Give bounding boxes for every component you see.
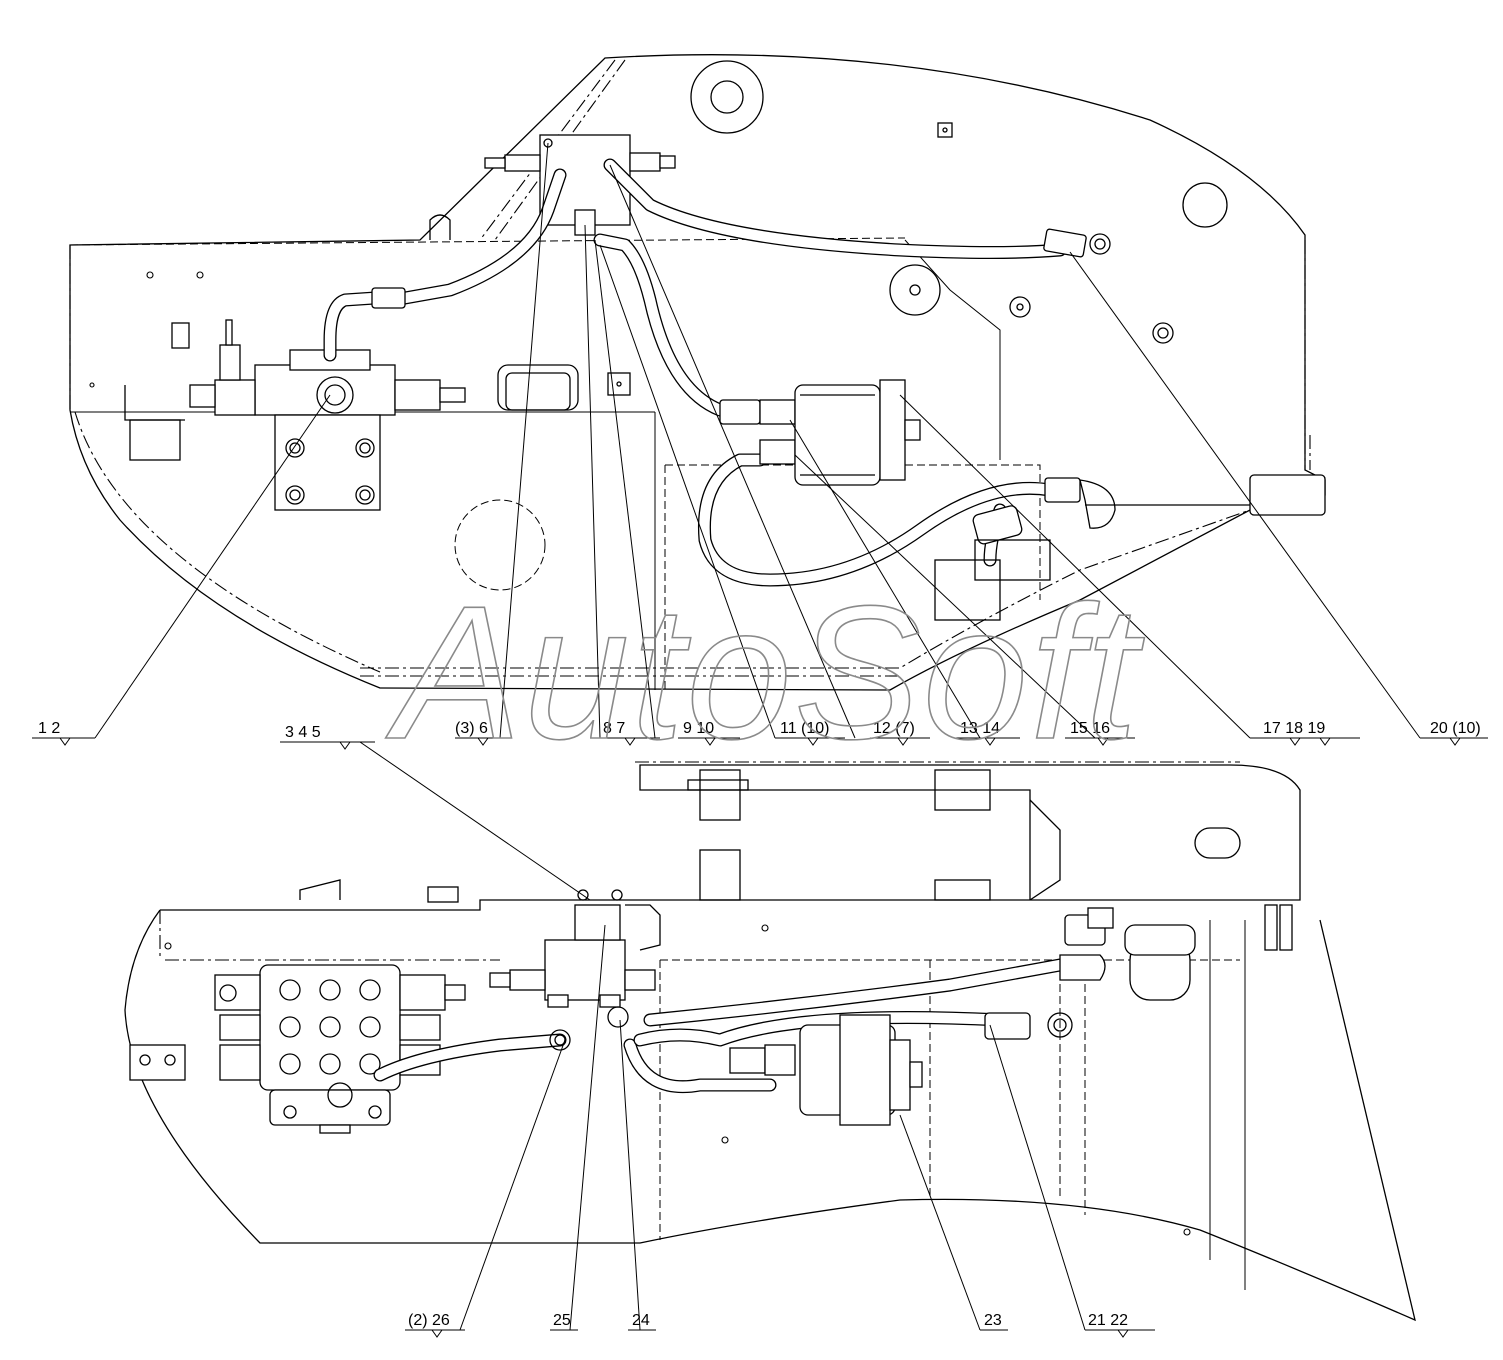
callout-15-16: 15 16: [1070, 720, 1110, 737]
valve-bank-bottom: [129, 964, 466, 1134]
callout-labels-bottom: (2) 26 25 24 23 21 22: [408, 1312, 1128, 1329]
frame-outline-bottom: [124, 764, 1416, 1322]
callout-9-10: 9 10: [683, 720, 714, 737]
callout-3-6: (3) 6: [455, 720, 488, 737]
manifold-block-top: [484, 134, 676, 236]
filter-bottom: [1124, 924, 1196, 1001]
callout-12-7: 12 (7): [873, 720, 915, 737]
callout-21-22: 21 22: [1088, 1312, 1128, 1329]
top-view: [69, 54, 1326, 691]
frame-outline-top: [69, 54, 1326, 691]
control-valve-top: [124, 319, 466, 511]
bottom-view: [124, 761, 1416, 1322]
pivot-boss: [690, 60, 764, 134]
callout-11-10: 11 (10): [780, 720, 830, 737]
callout-20-10: 20 (10): [1430, 720, 1481, 737]
callout-24: 24: [632, 1312, 650, 1329]
callout-1-2: 1 2: [38, 720, 60, 737]
pump-bottom: [729, 1014, 923, 1126]
callout-3-4-5: 3 4 5: [285, 724, 321, 741]
callout-17-18-19: 17 18 19: [1263, 720, 1325, 737]
hoses-top: [323, 158, 1116, 587]
callout-13-14: 13 14: [960, 720, 1000, 737]
manifold-block-bottom: [489, 889, 661, 1008]
watermark-text: AutoSoft: [385, 567, 1145, 779]
leader-lines: [32, 142, 1488, 1338]
hoses-bottom: [373, 907, 1114, 1094]
callout-25: 25: [553, 1312, 571, 1329]
callout-8-7: 8 7: [603, 720, 625, 737]
pump-top: [759, 379, 921, 486]
callout-2-26: (2) 26: [408, 1312, 450, 1329]
callout-labels-top: 1 2 3 4 5 (3) 6 8 7 9 10 11 (10) 12 (7) …: [38, 720, 1481, 741]
callout-23: 23: [984, 1312, 1002, 1329]
